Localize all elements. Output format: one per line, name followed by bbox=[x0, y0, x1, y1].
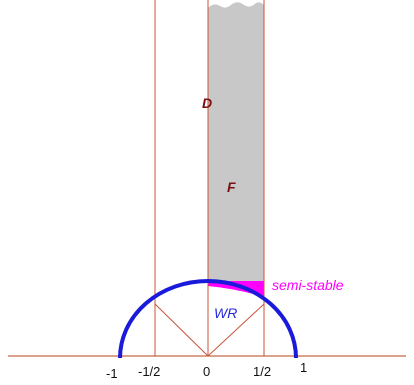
unit-arc bbox=[118, 279, 298, 359]
label-wr: WR bbox=[214, 305, 237, 321]
radial-line-right bbox=[207, 303, 265, 357]
fundamental-strip bbox=[208, 2, 264, 281]
tick-label-one: 1 bbox=[300, 360, 307, 375]
tick-label-half: 1/2 bbox=[253, 364, 271, 379]
semi-stable-region bbox=[208, 281, 264, 297]
radial-line-left bbox=[154, 303, 209, 357]
tick-label-zero: 0 bbox=[203, 364, 210, 379]
tick-label-neg-half: -1/2 bbox=[138, 364, 160, 379]
tick-label-neg-one: -1 bbox=[106, 366, 118, 381]
label-f: F bbox=[227, 179, 236, 195]
label-semi-stable: semi-stable bbox=[272, 277, 344, 293]
label-d: D bbox=[202, 95, 212, 111]
